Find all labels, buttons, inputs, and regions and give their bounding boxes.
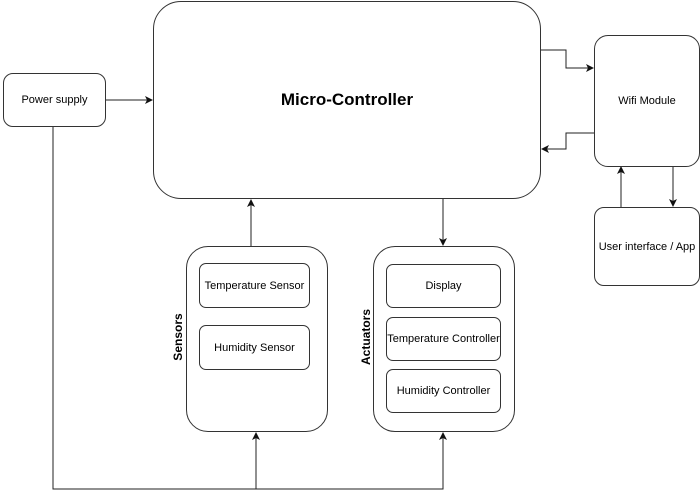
user-interface-label: User interface / App (598, 240, 696, 253)
humidity-sensor-label: Humidity Sensor (214, 341, 295, 354)
microcontroller-node[interactable]: Micro-Controller (153, 1, 541, 199)
edge-power-to-actuators (256, 432, 447, 490)
power-supply-node[interactable]: Power supply (3, 73, 106, 127)
actuators-group-label: Actuators (359, 309, 373, 366)
actuators-group[interactable] (373, 246, 515, 432)
edge-wifi-to-mcu (541, 132, 594, 153)
temperature-sensor-node[interactable]: Temperature Sensor (199, 263, 310, 308)
wifi-module-node[interactable]: Wifi Module (594, 35, 700, 167)
sensors-group-label: Sensors (171, 313, 185, 361)
humidity-controller-node[interactable]: Humidity Controller (386, 369, 501, 413)
edge-mcu-to-wifi (541, 49, 594, 72)
microcontroller-label: Micro-Controller (280, 90, 414, 109)
edge-power-to-sensors (52, 127, 260, 490)
display-label: Display (425, 280, 462, 292)
humidity-sensor-node[interactable]: Humidity Sensor (199, 325, 310, 370)
temperature-controller-node[interactable]: Temperature Controller (386, 317, 501, 361)
wifi-module-label: Wifi Module (618, 95, 676, 107)
temperature-controller-label: Temperature Controller (387, 333, 500, 345)
sensors-group[interactable] (186, 246, 328, 432)
display-node[interactable]: Display (386, 264, 501, 308)
temperature-sensor-label: Temperature Sensor (204, 279, 305, 292)
humidity-controller-label: Humidity Controller (396, 385, 491, 397)
user-interface-node[interactable]: User interface / App (594, 207, 700, 286)
power-supply-label: Power supply (21, 94, 88, 106)
